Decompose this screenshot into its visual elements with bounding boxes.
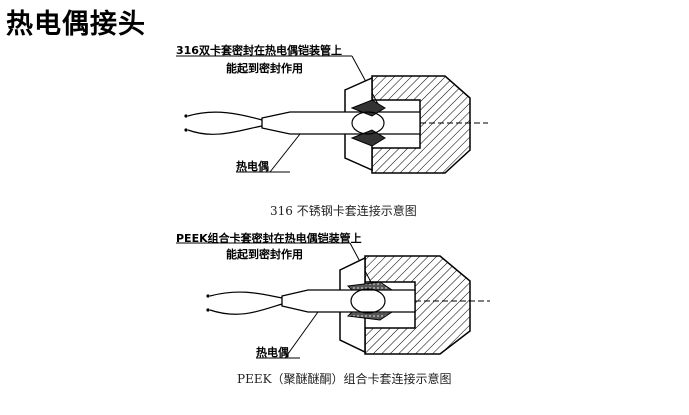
page-title: 热电偶接头 [6,9,146,40]
ferrule-label-line2: 能起到密封作用 [226,62,303,75]
diagram-316-ferrule: 316双卡套密封在热电偶铠装管上 能起到密封作用 热电偶 316 不锈钢卡套连接… [0,38,689,223]
ferrule-label-line2: 能起到密封作用 [226,248,303,261]
thermocouple-label: 热电偶 [256,346,289,359]
ferrule-label-line1: 316双卡套密封在热电偶铠装管上 [176,44,342,57]
ferrule-label-line1: PEEK组合卡套密封在热电偶铠装管上 [176,232,362,245]
connection-drawing [176,242,490,359]
connection-drawing [176,55,488,174]
diagram-caption: 316 不锈钢卡套连接示意图 [270,204,417,218]
diagram-caption: PEEK（聚醚醚酮）组合卡套连接示意图 [237,372,452,386]
diagram-peek-ferrule: PEEK组合卡套密封在热电偶铠装管上 能起到密封作用 热电偶 PEEK（聚醚醚酮… [0,226,689,411]
thermocouple-label: 热电偶 [236,160,269,173]
